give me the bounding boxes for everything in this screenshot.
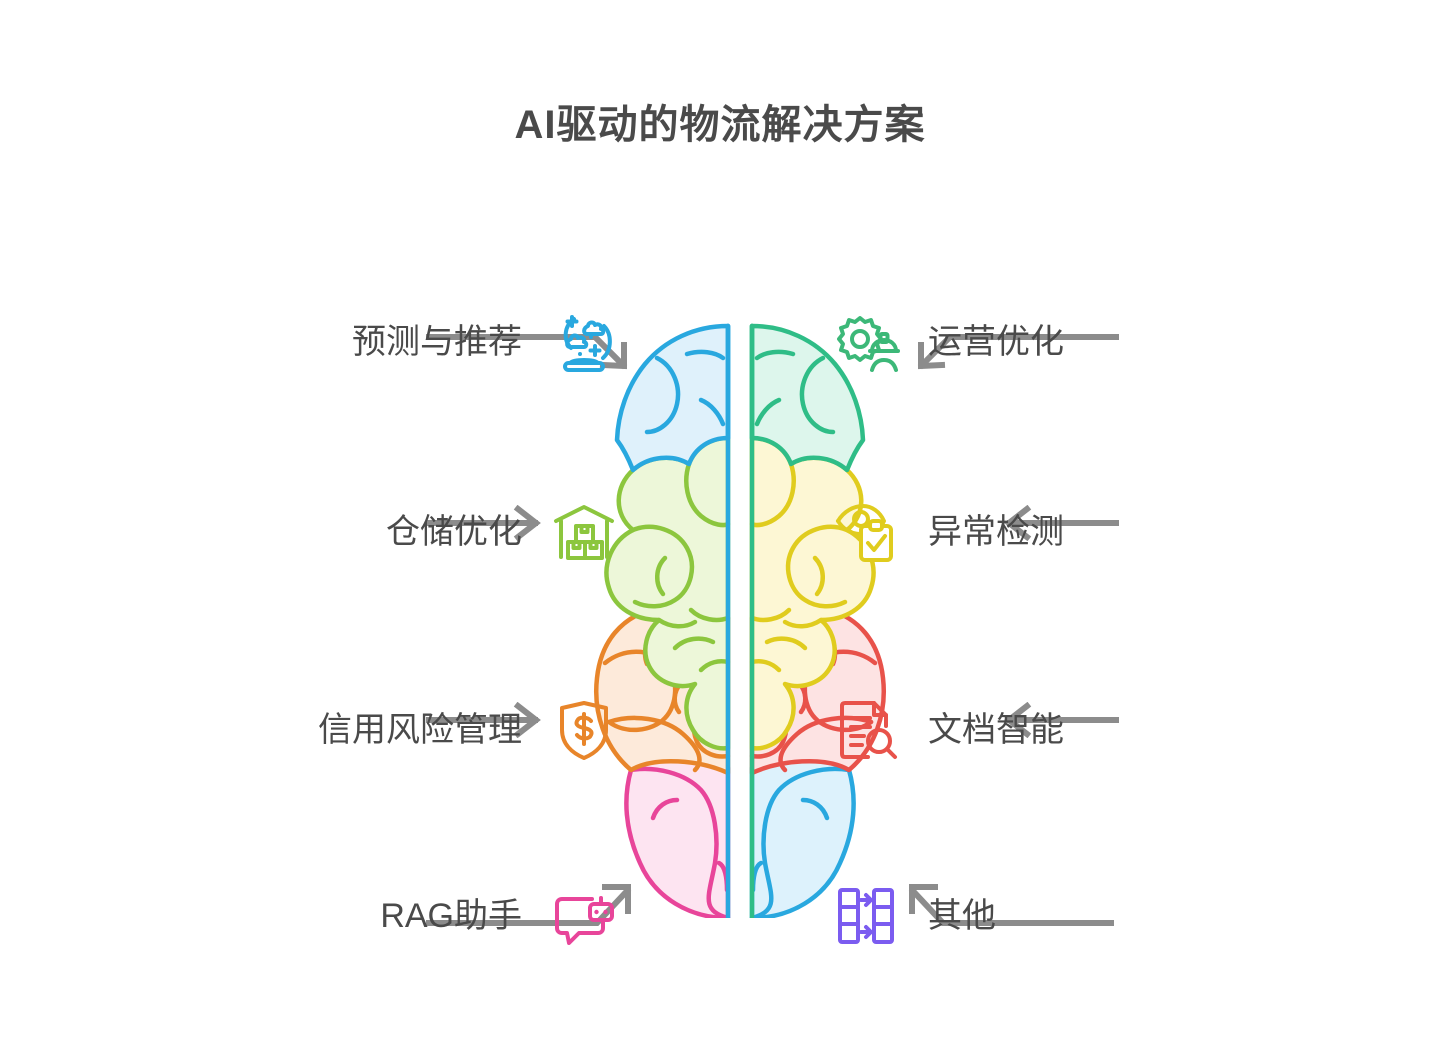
feature-label-anomaly: 异常检测	[928, 513, 1064, 551]
feature-label-warehouse: 仓储优化	[386, 513, 522, 551]
feature-row-forecast[interactable]: 预测与推荐	[60, 294, 620, 390]
feature-label-rag: RAG助手	[380, 897, 522, 935]
gear-worker-icon	[830, 306, 902, 378]
feature-label-forecast: 预测与推荐	[352, 323, 522, 361]
data-transfer-icon	[830, 880, 902, 952]
page-title: AI驱动的物流解决方案	[514, 103, 926, 147]
feature-row-operations[interactable]: 运营优化	[830, 294, 1390, 390]
feature-label-credit: 信用风险管理	[318, 711, 522, 749]
feature-row-anomaly[interactable]: 异常检测	[830, 484, 1390, 580]
chat-robot-icon	[548, 880, 620, 952]
feature-row-warehouse[interactable]: 仓储优化	[60, 484, 620, 580]
feature-row-credit[interactable]: 信用风险管理	[60, 682, 620, 778]
feature-label-document: 文档智能	[928, 711, 1064, 749]
feature-row-other[interactable]: 其他	[830, 868, 1390, 964]
crystal-ball-icon	[548, 306, 620, 378]
feature-label-other: 其他	[928, 897, 996, 935]
feature-label-operations: 运营优化	[928, 323, 1064, 361]
brain-illustration	[505, 318, 975, 921]
brain-lobe-right-frontal	[749, 323, 866, 473]
eye-clipboard-icon	[830, 496, 902, 568]
brain-lobe-left-occipital	[624, 757, 731, 921]
feature-row-document[interactable]: 文档智能	[830, 682, 1390, 778]
feature-row-rag[interactable]: RAG助手	[60, 868, 620, 964]
document-search-icon	[830, 694, 902, 766]
warehouse-icon	[548, 496, 620, 568]
shield-dollar-icon	[548, 694, 620, 766]
